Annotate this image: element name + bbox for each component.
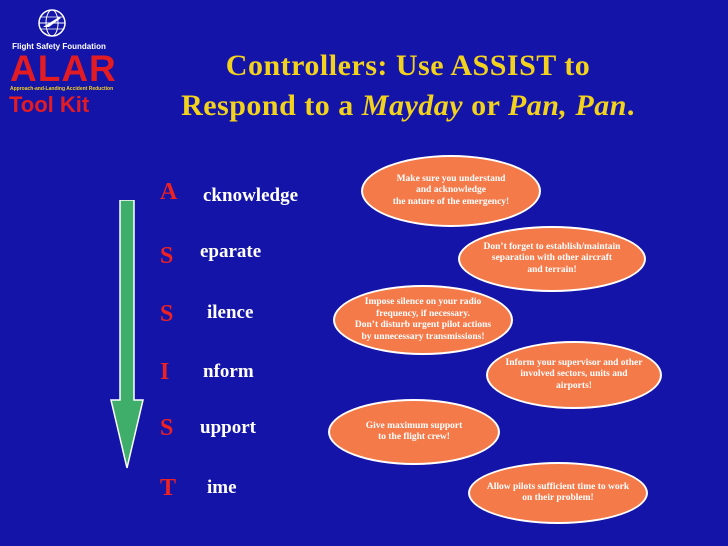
acronym-letter-i: I: [160, 359, 170, 385]
down-arrow-icon: [110, 200, 144, 469]
acronym-letter-s-3: S: [160, 415, 174, 441]
logo-org-name: Flight Safety Foundation: [12, 42, 106, 51]
bubble-silence: Impose silence on your radio frequency, …: [333, 285, 513, 355]
bubble-inform: Inform your supervisor and other involve…: [486, 341, 662, 409]
title-panpan: Pan, Pan: [507, 89, 627, 122]
acronym-letter-s-2: S: [160, 301, 174, 327]
bubble-support: Give maximum support to the flight crew!: [328, 399, 500, 465]
acronym-letter-s-1: S: [160, 243, 174, 269]
title-line-1: Controllers: Use ASSIST to: [225, 49, 591, 82]
bubble-acknowledge: Make sure you understand and acknowledge…: [361, 155, 541, 227]
title-period: .: [626, 89, 635, 122]
title-mayday: Mayday: [361, 89, 464, 122]
bubble-time: Allow pilots sufficient time to work on …: [468, 462, 648, 524]
logo-toolkit: Tool Kit: [9, 92, 90, 117]
acronym-word-inform: nform: [203, 361, 254, 382]
acronym-letter-a: A: [160, 179, 178, 205]
acronym-word-time: ime: [207, 477, 237, 498]
acronym-word-support: upport: [200, 417, 256, 438]
logo-tagline: Approach-and-Landing Accident Reduction: [10, 86, 114, 92]
acronym-letter-t: T: [160, 475, 177, 501]
logo-alar: ALAR: [10, 48, 117, 89]
title-or: or: [463, 89, 508, 122]
title-line-2-start: Respond to a: [181, 89, 362, 122]
acronym-word-silence: ilence: [207, 302, 254, 323]
globe-airplane-icon: [38, 9, 66, 37]
bubble-separate: Don’t forget to establish/maintain separ…: [458, 226, 646, 292]
acronym-word-acknowledge: cknowledge: [203, 185, 298, 206]
acronym-word-separate: eparate: [200, 241, 262, 262]
title-line-2: Respond to a Mayday or Pan, Pan.: [128, 86, 688, 126]
alar-logo: Flight Safety Foundation ALAR Approach-a…: [0, 0, 118, 128]
slide-title: Controllers: Use ASSIST to Respond to a …: [128, 46, 688, 126]
